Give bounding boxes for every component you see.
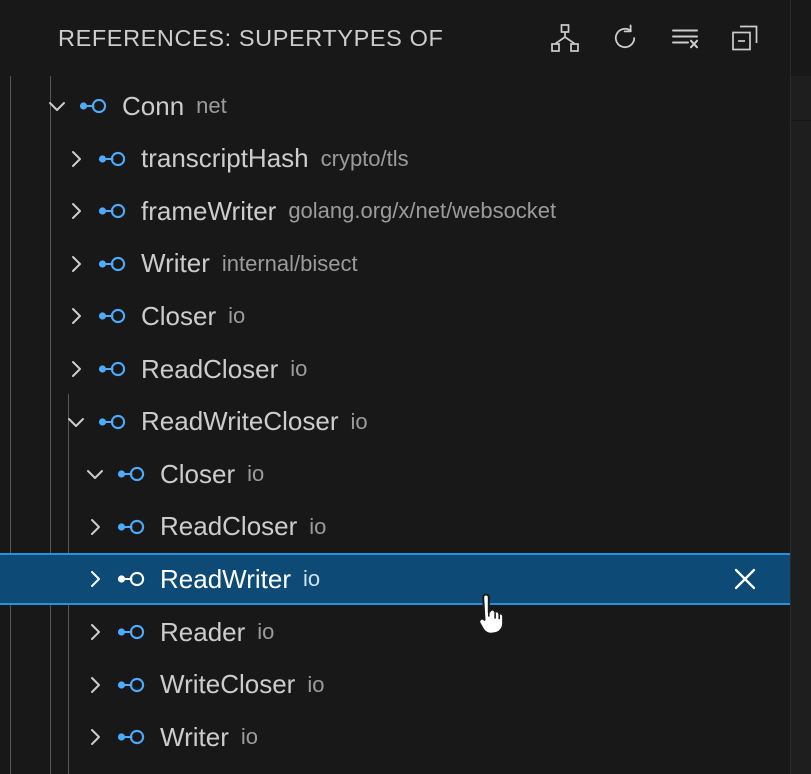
chevron-right-icon[interactable] <box>82 724 108 750</box>
adjacent-editor-strip-line <box>791 120 811 121</box>
tree-row-label: ReadCloser <box>160 511 298 542</box>
adjacent-editor-strip <box>791 0 811 774</box>
interface-icon <box>116 726 146 748</box>
tree-row-label: Conn <box>122 90 185 121</box>
tree-row-description: crypto/tls <box>320 145 409 171</box>
chevron-right-icon[interactable] <box>82 672 108 698</box>
tree-row-description: io <box>247 461 265 487</box>
collapse-all-icon[interactable] <box>728 21 762 55</box>
tree-row-label: ReadCloser <box>141 353 279 384</box>
tree-row-description: golang.org/x/net/websocket <box>288 198 557 224</box>
tree-row-label: Writer <box>160 721 229 752</box>
tree-row-description: io <box>303 566 321 592</box>
chevron-right-icon[interactable] <box>63 303 89 329</box>
tree-row-description: io <box>228 303 246 329</box>
chevron-right-icon[interactable] <box>63 356 89 382</box>
chevron-right-icon[interactable] <box>63 251 89 277</box>
adjacent-editor-strip-top <box>791 0 811 76</box>
tree-row[interactable]: ReadCloser io <box>0 501 790 553</box>
tree-row-description: internal/bisect <box>221 250 358 276</box>
chevron-down-icon[interactable] <box>82 461 108 487</box>
tree-row[interactable]: ReadWriteCloser io <box>0 396 790 448</box>
chevron-right-icon[interactable] <box>82 514 108 540</box>
tree-row[interactable]: frameWriter golang.org/x/net/websocket <box>0 185 790 237</box>
tree-row-label: frameWriter <box>141 195 277 226</box>
tree-row[interactable]: WriteCloser io <box>0 659 790 711</box>
tree-row-description: io <box>240 724 258 750</box>
tree-row-description: io <box>290 356 308 381</box>
indent-guide-1 <box>50 76 51 774</box>
header-actions <box>548 21 762 55</box>
chevron-right-icon[interactable] <box>82 619 108 645</box>
interface-icon <box>116 621 146 643</box>
tree-row-description: net <box>196 93 227 118</box>
tree-row-label: Closer <box>160 458 236 489</box>
tree-row[interactable]: Reader io <box>0 606 790 658</box>
refresh-icon[interactable] <box>608 21 642 55</box>
tree-row-label: transcriptHash <box>141 143 309 174</box>
chevron-right-icon[interactable] <box>63 146 89 172</box>
interface-icon <box>116 463 146 485</box>
tree-row-label: ReadWriteCloser <box>141 406 339 437</box>
interface-icon <box>116 568 146 590</box>
interface-icon <box>116 674 146 696</box>
panel-header: REFERENCES: SUPERTYPES OF <box>0 0 790 76</box>
tree-row-description: io <box>257 619 275 644</box>
tree-row-description: io <box>307 671 325 697</box>
interface-icon <box>97 358 127 380</box>
show-type-hierarchy-icon[interactable] <box>548 21 582 55</box>
page-title: REFERENCES: SUPERTYPES OF <box>58 24 444 51</box>
interface-icon <box>97 305 127 327</box>
interface-icon <box>97 200 127 222</box>
tree-row-label: Reader <box>160 616 246 647</box>
tree-row-label: ReadWriter <box>160 563 292 594</box>
tree-row[interactable]: transcriptHash crypto/tls <box>0 133 790 185</box>
chevron-right-icon[interactable] <box>82 566 108 592</box>
tree-row-label: Writer <box>141 248 210 279</box>
tree-row-label: Closer <box>141 300 217 331</box>
interface-icon <box>97 411 127 433</box>
tree-row-label: WriteCloser <box>160 669 296 700</box>
tree-row[interactable]: Writer io <box>0 711 790 763</box>
panel-edge-divider <box>790 0 791 774</box>
tree-row[interactable]: ReadWriter io <box>0 553 790 606</box>
interface-icon <box>78 95 108 117</box>
interface-icon <box>97 253 127 275</box>
tree-row-description: io <box>350 408 368 434</box>
tree-row-description: io <box>309 513 327 539</box>
tree-row[interactable]: Writer internal/bisect <box>0 238 790 290</box>
interface-icon <box>116 516 146 538</box>
tree-row[interactable]: ReadCloser io <box>0 343 790 395</box>
close-icon[interactable] <box>728 562 762 596</box>
tree-row[interactable]: Closer io <box>0 290 790 342</box>
indent-guide-0 <box>10 76 11 774</box>
chevron-right-icon[interactable] <box>63 198 89 224</box>
chevron-down-icon[interactable] <box>44 93 70 119</box>
interface-icon <box>97 148 127 170</box>
clear-all-icon[interactable] <box>668 21 702 55</box>
chevron-down-icon[interactable] <box>63 409 89 435</box>
tree-row[interactable]: Closer io <box>0 448 790 500</box>
